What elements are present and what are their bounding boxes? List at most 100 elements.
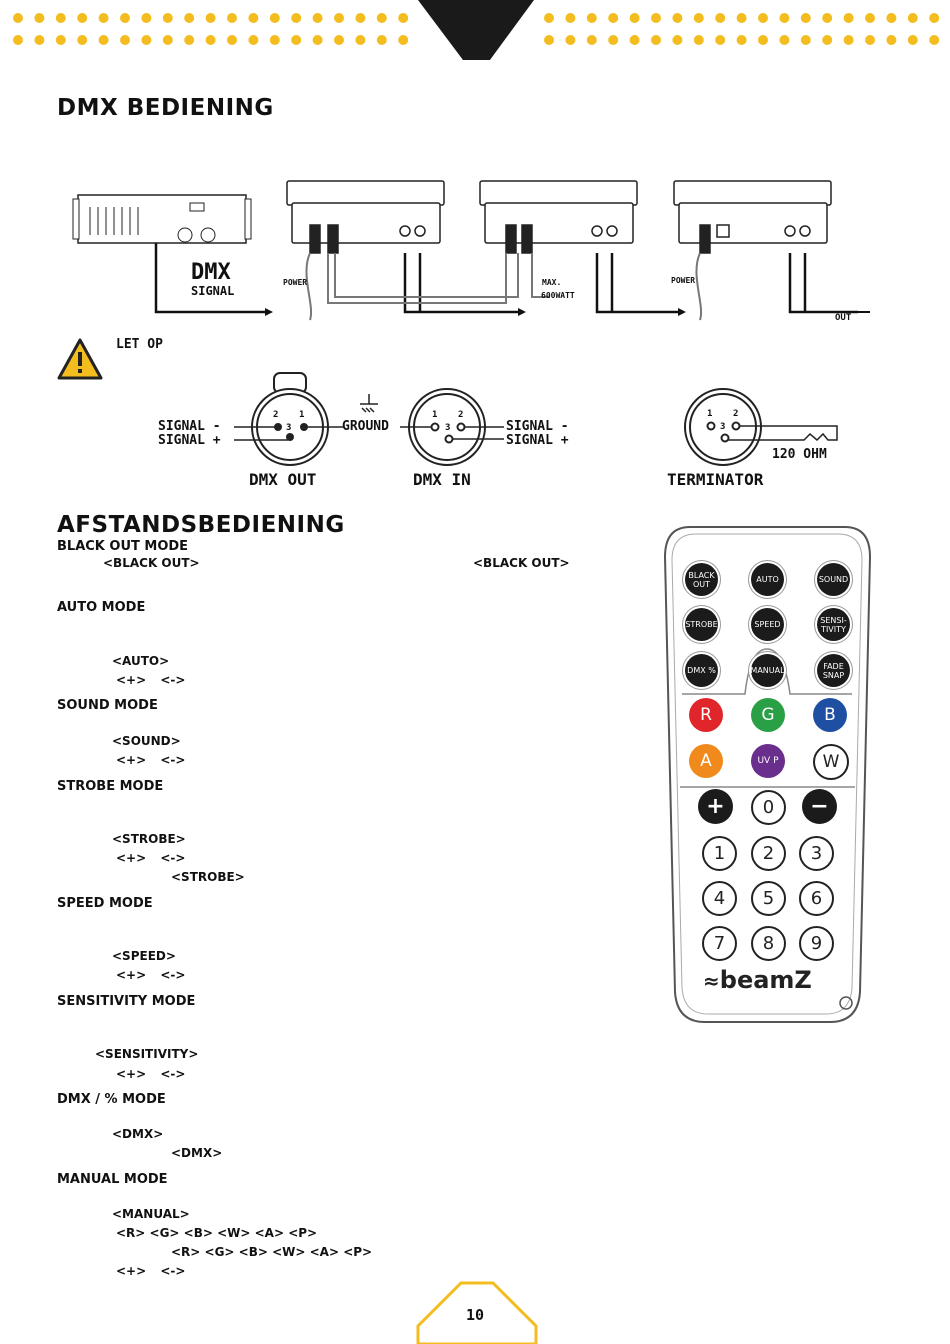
plus-minus-manual: <+> <-> [116, 1264, 186, 1278]
remote-dmx-button[interactable]: DMX % [685, 654, 718, 687]
plus-minus-auto: <+> <-> [116, 673, 186, 687]
header-dot [98, 35, 109, 45]
header-dot [565, 35, 576, 45]
remote-9-button[interactable]: 9 [799, 926, 834, 961]
header-dot [843, 35, 854, 45]
dmx-controller [72, 194, 252, 244]
header-dot [544, 13, 554, 23]
header-dot [98, 13, 109, 23]
header-dot [141, 13, 152, 23]
remote-2-button[interactable]: 2 [751, 836, 786, 871]
header-dot [608, 13, 619, 23]
header-dot [758, 35, 768, 45]
remote-g-button[interactable]: G [751, 698, 785, 732]
header-dot [736, 13, 747, 23]
remote-auto-button[interactable]: AUTO [751, 563, 784, 596]
header-dot [629, 13, 640, 23]
remote-uvp-button[interactable]: UV P [751, 744, 785, 778]
header-dot [800, 13, 811, 23]
header-dot [672, 13, 683, 23]
header-dot [184, 13, 195, 23]
remote-8-button[interactable]: 8 [751, 926, 786, 961]
remote-a-button[interactable]: A [689, 744, 723, 778]
header-dot [162, 13, 173, 23]
remote-5-button[interactable]: 5 [751, 881, 786, 916]
plus-minus-sound: <+> <-> [116, 753, 186, 767]
header-dot [865, 35, 875, 45]
signal-minus-right: SIGNAL - [506, 419, 569, 434]
remote-sensitivity-button[interactable]: SENSI-TIVITY [817, 608, 850, 641]
fixture-1 [286, 180, 445, 254]
remote-manual-button[interactable]: MANUAL [750, 654, 785, 687]
header-dot [544, 35, 554, 45]
remote-brand-logo: ≈beamZ [703, 966, 812, 994]
header-dot [629, 35, 640, 45]
header-dot [672, 35, 683, 45]
remote-7-button[interactable]: 7 [702, 926, 737, 961]
key-strobe-2: <STROBE> [171, 870, 245, 884]
watt-label: 600WATT [541, 291, 575, 300]
header-dot [205, 13, 216, 23]
max-label: MAX. [542, 278, 562, 287]
header-dot [398, 35, 409, 45]
header-dot [334, 35, 344, 45]
signal-label: SIGNAL [191, 284, 235, 298]
section-title-dmx: DMX BEDIENING [57, 95, 274, 121]
remote-r-button[interactable]: R [689, 698, 723, 732]
remote-6-button[interactable]: 6 [799, 881, 834, 916]
out-label: OUT [835, 313, 852, 323]
remote-fade-snap-button[interactable]: FADE SNAP [817, 654, 850, 687]
header-dot [77, 35, 88, 45]
header-dot [77, 13, 88, 23]
header-dot [334, 13, 344, 23]
key-auto: <AUTO> [112, 654, 170, 668]
key-sensitivity: <SENSITIVITY> [95, 1047, 199, 1061]
header-dot [269, 35, 280, 45]
remote-b-button[interactable]: B [813, 698, 847, 732]
remote-3-button[interactable]: 3 [799, 836, 834, 871]
remote-minus-button[interactable]: − [802, 789, 837, 824]
remote-0-button[interactable]: 0 [751, 790, 786, 825]
header-dot [865, 13, 875, 23]
plus-minus-strobe: <+> <-> [116, 851, 186, 865]
header-dot [291, 13, 302, 23]
signal-minus-left: SIGNAL - [158, 419, 221, 434]
key-dmx-2: <DMX> [171, 1146, 223, 1160]
remote-sound-button[interactable]: SOUND [817, 563, 850, 596]
out-pin3: 3 [286, 423, 292, 433]
dmx-out-label: DMX OUT [249, 470, 317, 489]
key-manual-colors: <R> <G> <B> <W> <A> <P> [116, 1226, 318, 1240]
remote-plus-button[interactable]: + [698, 789, 733, 824]
in-pin2: 2 [458, 410, 464, 420]
remote-speed-button[interactable]: SPEED [751, 608, 784, 641]
header-dot [586, 35, 597, 45]
section-title-remote: AFSTANDSBEDIENING [57, 512, 345, 538]
in-pin3: 3 [445, 423, 451, 433]
header-dot [715, 13, 726, 23]
dmx-connectors-diagram [234, 372, 838, 466]
key-dmx: <DMX> [112, 1127, 164, 1141]
term-pin2: 2 [733, 409, 739, 419]
header-dot [693, 35, 704, 45]
power-label-2: POWER [671, 276, 696, 285]
signal-plus-left: SIGNAL + [158, 433, 221, 448]
ground-label: GROUND [342, 419, 389, 434]
header-dot [120, 35, 130, 45]
header-dot [736, 35, 747, 45]
remote-strobe-button[interactable]: STROBE [685, 608, 718, 641]
out-pin2: 2 [273, 410, 279, 420]
header-dot [248, 35, 259, 45]
key-strobe: <STROBE> [112, 832, 186, 846]
remote-4-button[interactable]: 4 [702, 881, 737, 916]
remote-w-button[interactable]: W [813, 744, 849, 780]
header-dot [13, 13, 23, 23]
header-dot [800, 35, 811, 45]
remote-1-button[interactable]: 1 [702, 836, 737, 871]
header-dot [376, 13, 387, 23]
header-dot [651, 35, 661, 45]
header-dot [162, 35, 173, 45]
terminator-label: TERMINATOR [667, 470, 764, 489]
header-dot [120, 13, 130, 23]
header-dot [907, 35, 918, 45]
remote-black-out-button[interactable]: BLACK OUT [685, 563, 718, 596]
